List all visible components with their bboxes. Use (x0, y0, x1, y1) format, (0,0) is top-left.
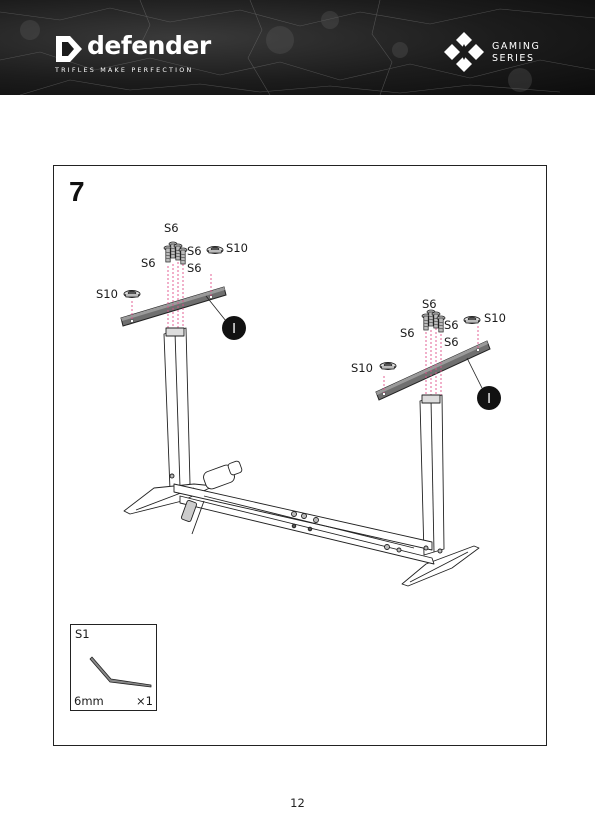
label-s10-right-b: S10 (351, 361, 373, 375)
gaming-emblem-icon (442, 30, 486, 74)
tool-box: S1 6mm ×1 (70, 624, 157, 711)
gaming-series-logo: GAMING SERIES (442, 30, 542, 74)
svg-text:I: I (232, 322, 236, 337)
tool-size: 6mm (74, 694, 104, 708)
svg-text:I: I (487, 392, 491, 407)
label-s6-right-a: S6 (400, 326, 415, 340)
label-s6-right-b: S6 (444, 318, 459, 332)
marker-left: I (222, 316, 246, 340)
brand-tagline: TRIFLES MAKE PERFECTION (55, 66, 193, 74)
label-s6-right-top: S6 (422, 297, 437, 311)
label-s10-left-b: S10 (96, 287, 118, 301)
desk-frame (124, 328, 479, 586)
page-header: defender TRIFLES MAKE PERFECTION GAMING … (0, 0, 595, 95)
label-s10-left-a: S10 (226, 241, 248, 255)
gaming-line2: SERIES (492, 53, 540, 65)
defender-logo: defender TRIFLES MAKE PERFECTION (54, 30, 214, 80)
gaming-series-text: GAMING SERIES (492, 41, 540, 65)
left-leader-line (206, 296, 226, 321)
page-number: 12 (0, 796, 595, 810)
right-leader-line (467, 358, 482, 388)
label-s6-left-top: S6 (164, 221, 179, 235)
brand-name: defender (87, 32, 211, 60)
tool-quantity: ×1 (136, 694, 153, 708)
left-hardware (124, 242, 223, 298)
label-s6-left-b: S6 (187, 244, 202, 258)
label-s6-left-a: S6 (141, 256, 156, 270)
defender-d-icon (54, 34, 84, 64)
marker-right: I (477, 386, 501, 410)
gaming-line1: GAMING (492, 41, 540, 53)
instruction-frame: 7 (53, 165, 547, 746)
label-s6-right-c: S6 (444, 335, 459, 349)
label-s6-left-c: S6 (187, 261, 202, 275)
label-s10-right-a: S10 (484, 311, 506, 325)
